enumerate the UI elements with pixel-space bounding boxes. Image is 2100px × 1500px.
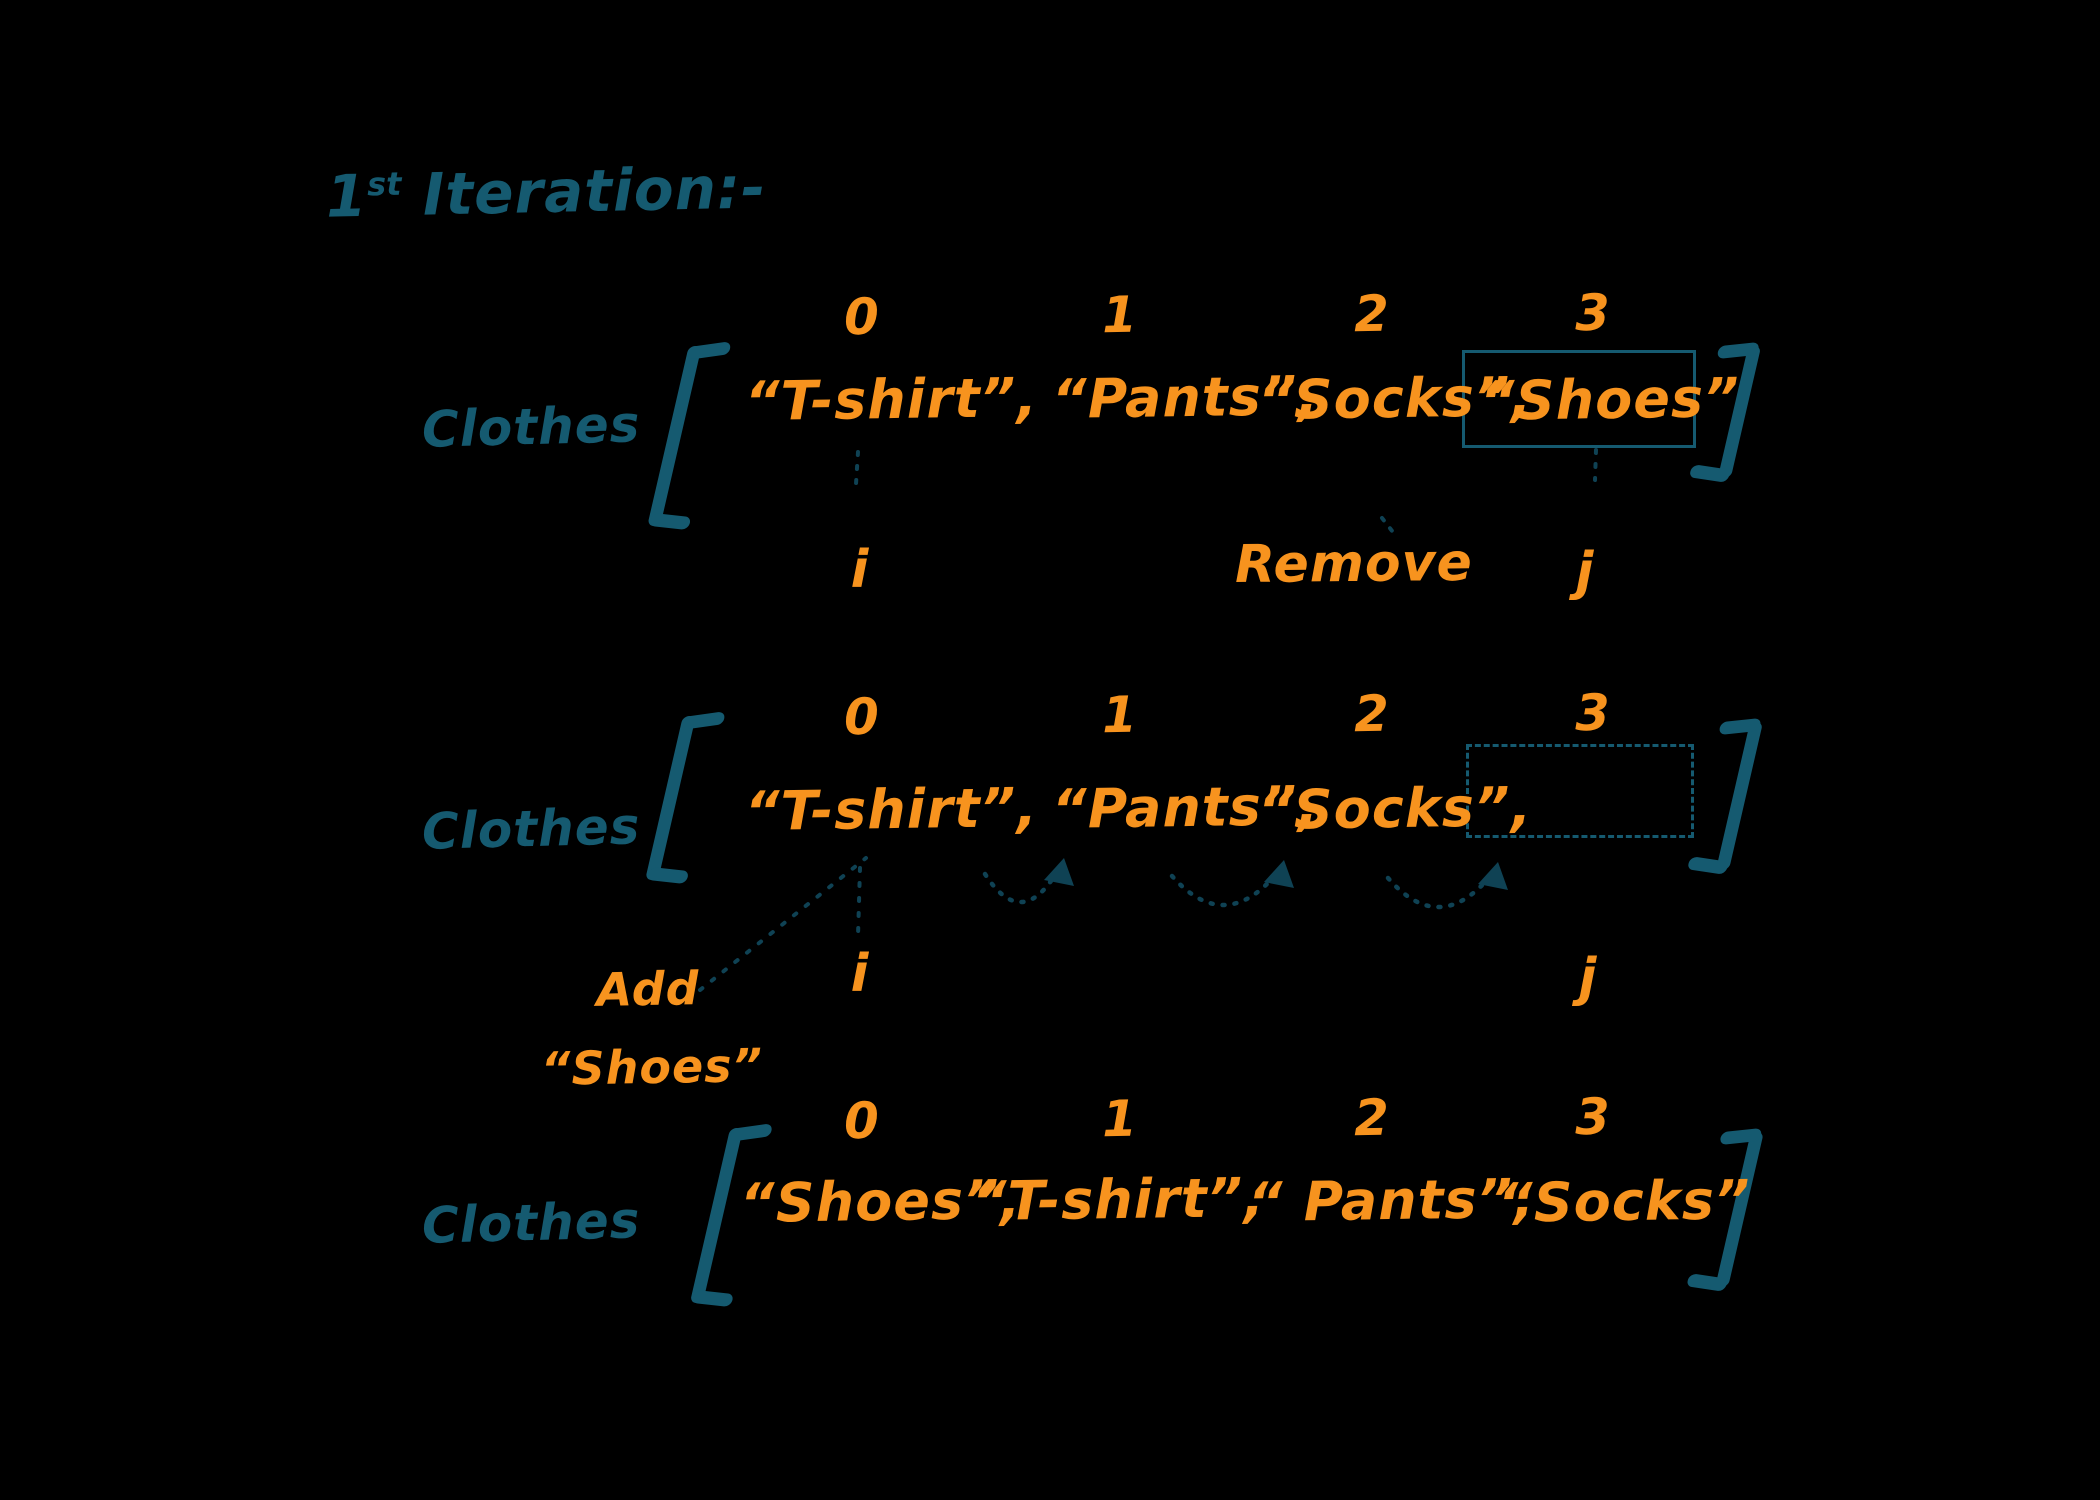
tick-under-slot0-icon xyxy=(854,450,860,486)
row3-index-0: 0 xyxy=(843,1091,881,1151)
add-item-label: “Shoes” xyxy=(540,1038,764,1096)
row2-index-2: 2 xyxy=(1353,684,1391,744)
row1-index-1: 1 xyxy=(1101,285,1139,345)
row3-index-1: 1 xyxy=(1101,1089,1139,1149)
row3-item-3: “Socks” xyxy=(1497,1168,1752,1235)
row2-close-bracket-icon xyxy=(1683,717,1764,875)
row1-shoes-highlight-box xyxy=(1462,350,1696,448)
title-ordinal-suffix: st xyxy=(366,164,402,204)
title-number: 1 xyxy=(325,161,369,231)
row3-array-label: Clothes xyxy=(421,1191,642,1255)
row2-item-2: “Socks”, xyxy=(1257,775,1533,842)
add-pointer-line-icon xyxy=(698,856,868,992)
row1-item-3: “Shoes” xyxy=(1479,366,1741,433)
row1-pointer-i: i xyxy=(850,540,870,600)
row3-item-2: “ Pants”, xyxy=(1247,1167,1536,1234)
row3-index-3: 3 xyxy=(1574,1087,1612,1147)
row2-array-label: Clothes xyxy=(421,797,642,861)
title-text: Iteration:- xyxy=(400,153,767,230)
shift-arc-3-icon xyxy=(1385,871,1495,910)
row2-open-bracket-icon xyxy=(645,711,729,885)
shift-arc-1-arrowhead-icon xyxy=(1044,858,1074,886)
shift-arc-3-arrowhead-icon xyxy=(1478,862,1508,890)
row2-index-1: 1 xyxy=(1101,685,1139,745)
tick-row2-slot0-icon xyxy=(856,866,862,938)
row1-array-label: Clothes xyxy=(421,395,642,459)
row1-pointer-j: j xyxy=(1575,542,1595,602)
shift-arc-1-icon xyxy=(982,867,1061,905)
row2-empty-slot-box xyxy=(1466,744,1694,838)
row2-index-0: 0 xyxy=(843,687,881,747)
row3-index-2: 2 xyxy=(1353,1088,1391,1148)
row1-item-0: “T-shirt”, xyxy=(744,365,1039,434)
row2-pointer-i: i xyxy=(850,944,870,1004)
shift-arc-2-icon xyxy=(1169,869,1281,908)
shift-arc-2-arrowhead-icon xyxy=(1264,860,1294,888)
tick-under-slot3-icon xyxy=(1593,448,1598,482)
row2-index-3: 3 xyxy=(1574,683,1612,743)
row1-index-3: 3 xyxy=(1574,283,1612,343)
row2-pointer-j: j xyxy=(1578,948,1598,1008)
row3-item-1: “T-shirt”, xyxy=(971,1165,1266,1234)
row2-item-0: “T-shirt”, xyxy=(744,775,1039,844)
page-title: 1st Iteration:- xyxy=(325,153,767,230)
row1-index-0: 0 xyxy=(843,287,881,347)
add-label: Add xyxy=(596,961,700,1017)
row1-open-bracket-icon xyxy=(647,341,735,531)
row1-index-2: 2 xyxy=(1353,284,1391,344)
remove-label: Remove xyxy=(1234,532,1474,596)
